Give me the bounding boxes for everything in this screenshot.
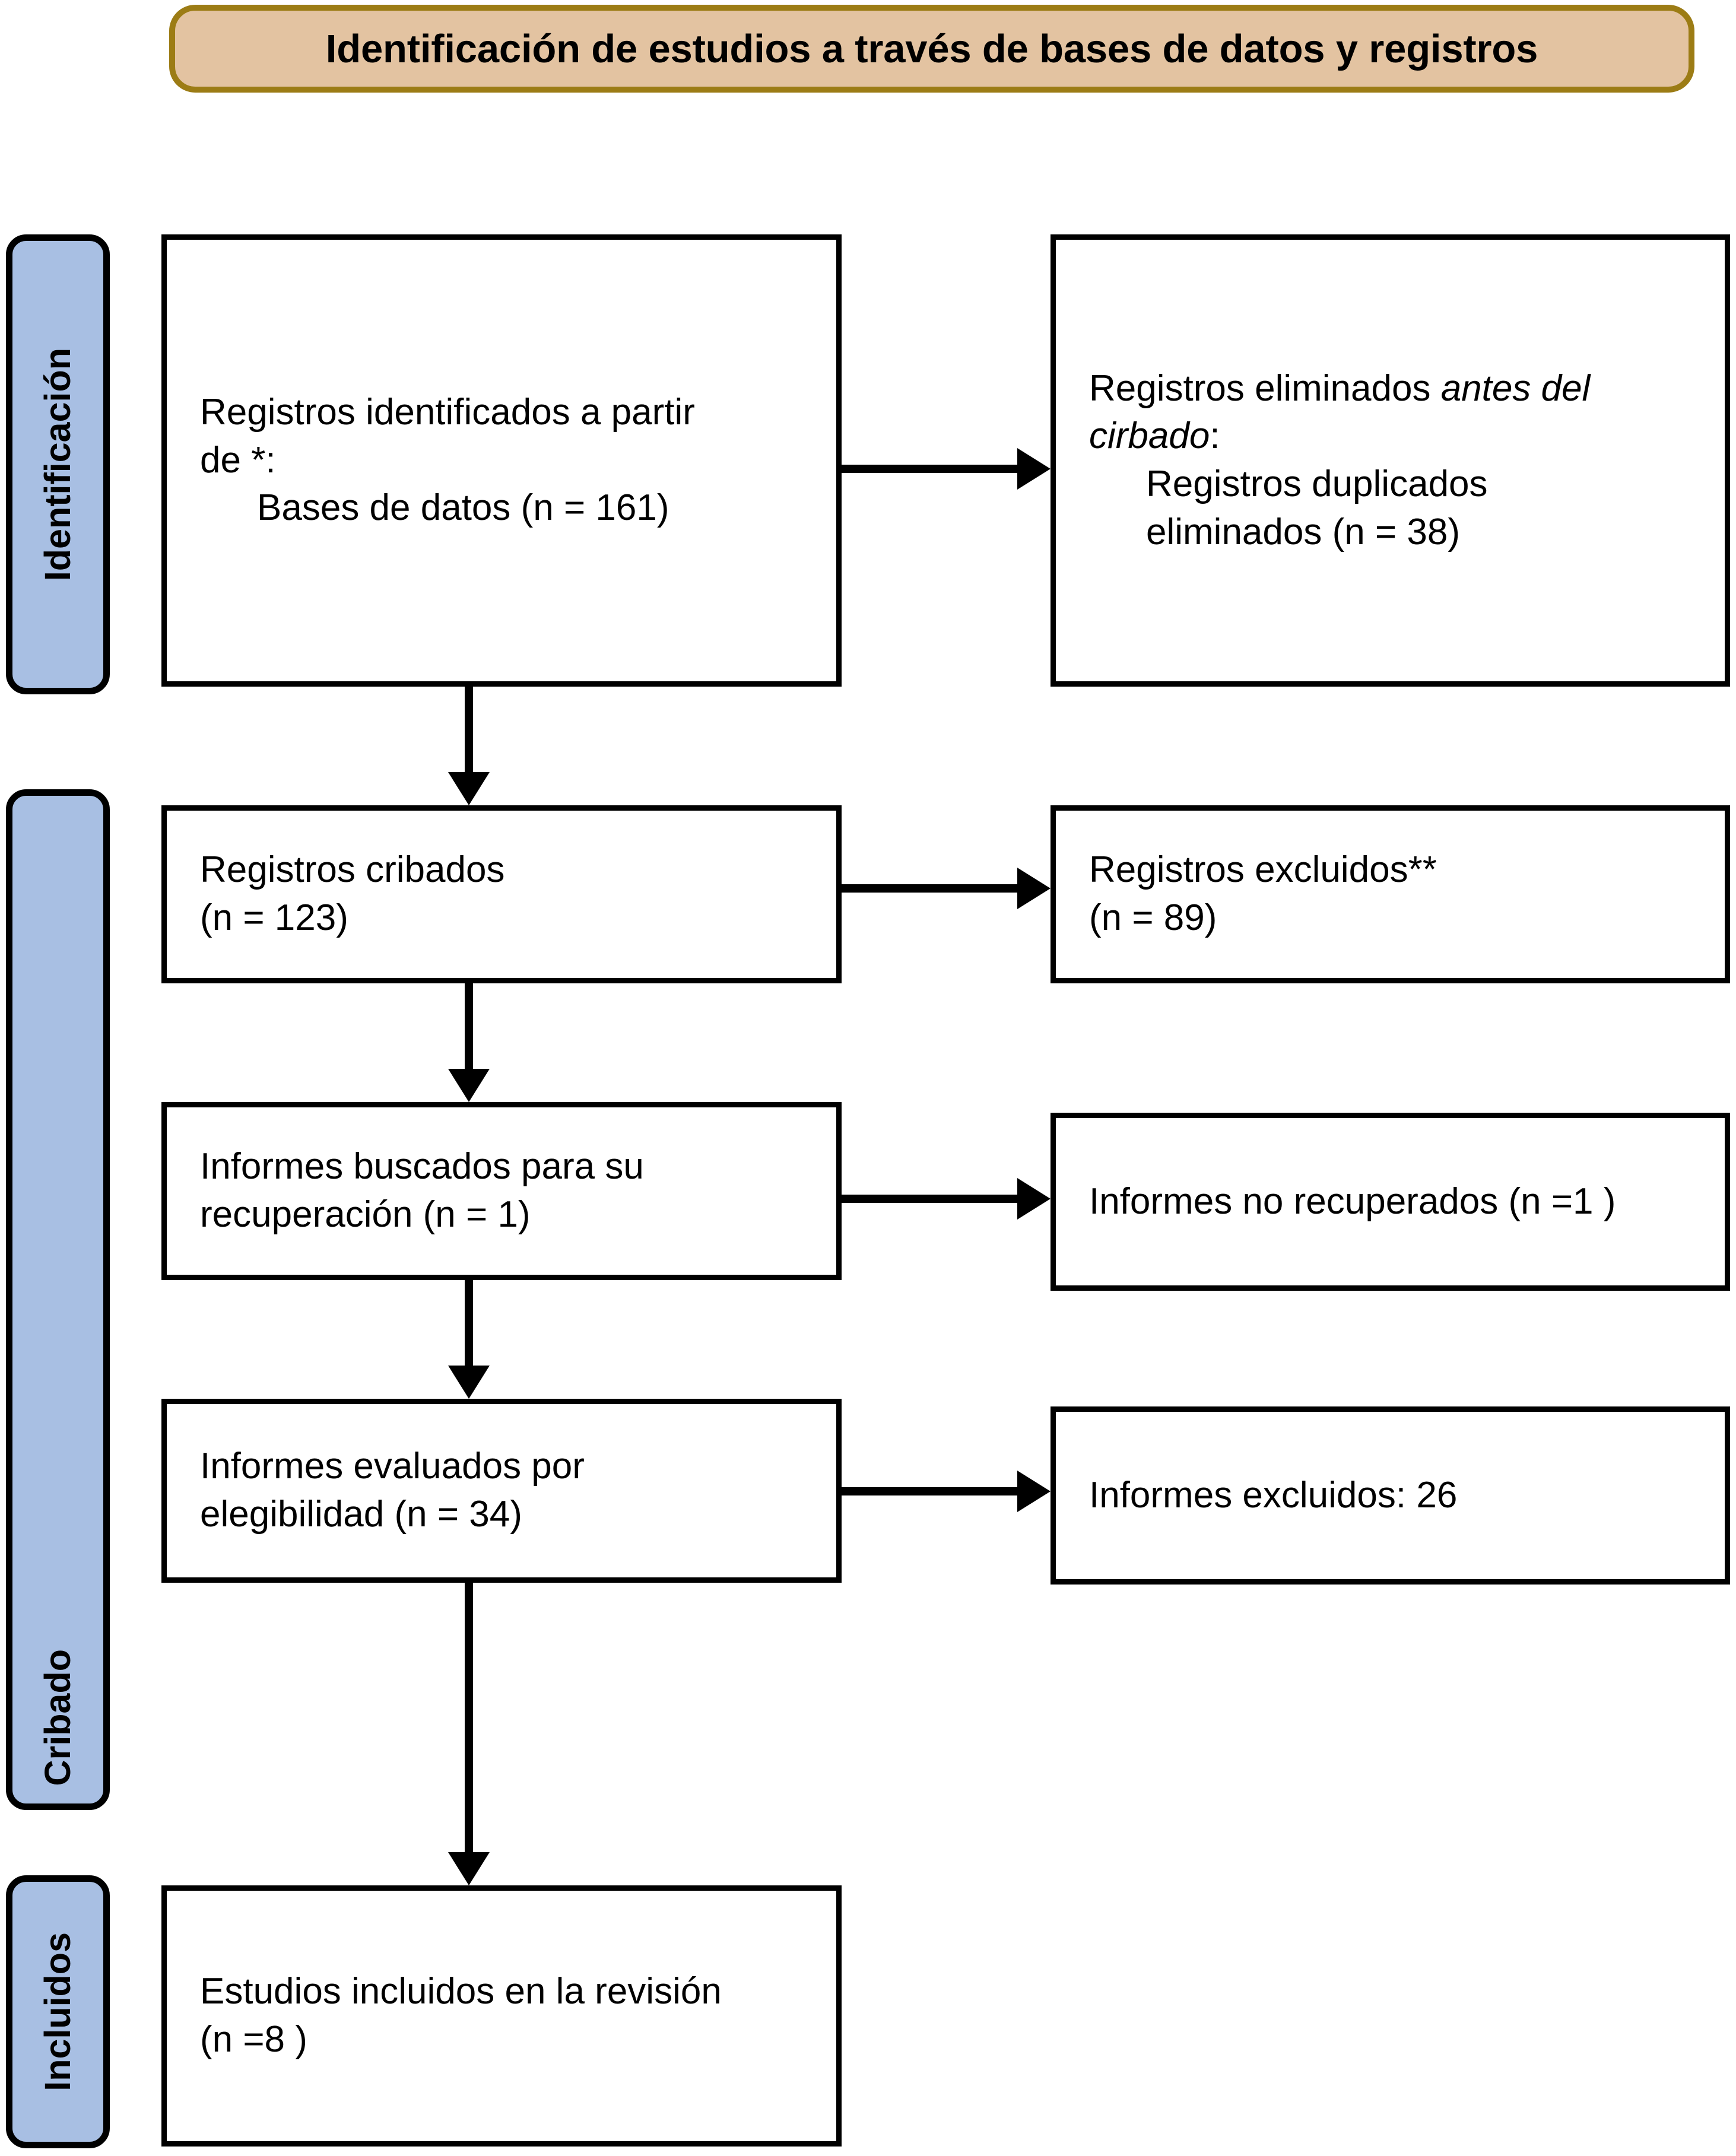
box-registros-cribados: Registros cribados(n = 123) <box>161 805 842 983</box>
box-informes-no-recuperados-text: Informes no recuperados (n =1 ) <box>1089 1180 1616 1222</box>
stage-label-cribado: Cribado <box>37 1649 78 1786</box>
box-informes-excluidos-text: Informes excluidos: 26 <box>1089 1474 1458 1516</box>
box-informes-excluidos: Informes excluidos: 26 <box>1051 1406 1730 1585</box>
box-registros-excluidos-text: Registros excluidos**(n = 89) <box>1089 849 1437 938</box>
diagram-title-banner: Identificación de estudios a través de b… <box>169 5 1694 93</box>
stage-label-incluidos: Incluidos <box>37 1932 78 2091</box>
box-informes-no-recuperados: Informes no recuperados (n =1 ) <box>1051 1113 1730 1291</box>
stage-label-identificacion: Identificación <box>37 347 78 582</box>
stage-bar-cribado: Cribado <box>6 789 110 1810</box>
stage-bar-identificacion: Identificación <box>6 234 110 694</box>
box-registros-cribados-text: Registros cribados(n = 123) <box>200 849 505 938</box>
box-estudios-incluidos: Estudios incluidos en la revisión(n =8 ) <box>161 1885 842 2147</box>
box-estudios-incluidos-text: Estudios incluidos en la revisión(n =8 ) <box>200 1971 722 2060</box>
page-title: Identificación de estudios a través de b… <box>325 26 1538 71</box>
box-registros-excluidos: Registros excluidos**(n = 89) <box>1051 805 1730 983</box>
stage-bar-incluidos: Incluidos <box>6 1875 110 2148</box>
